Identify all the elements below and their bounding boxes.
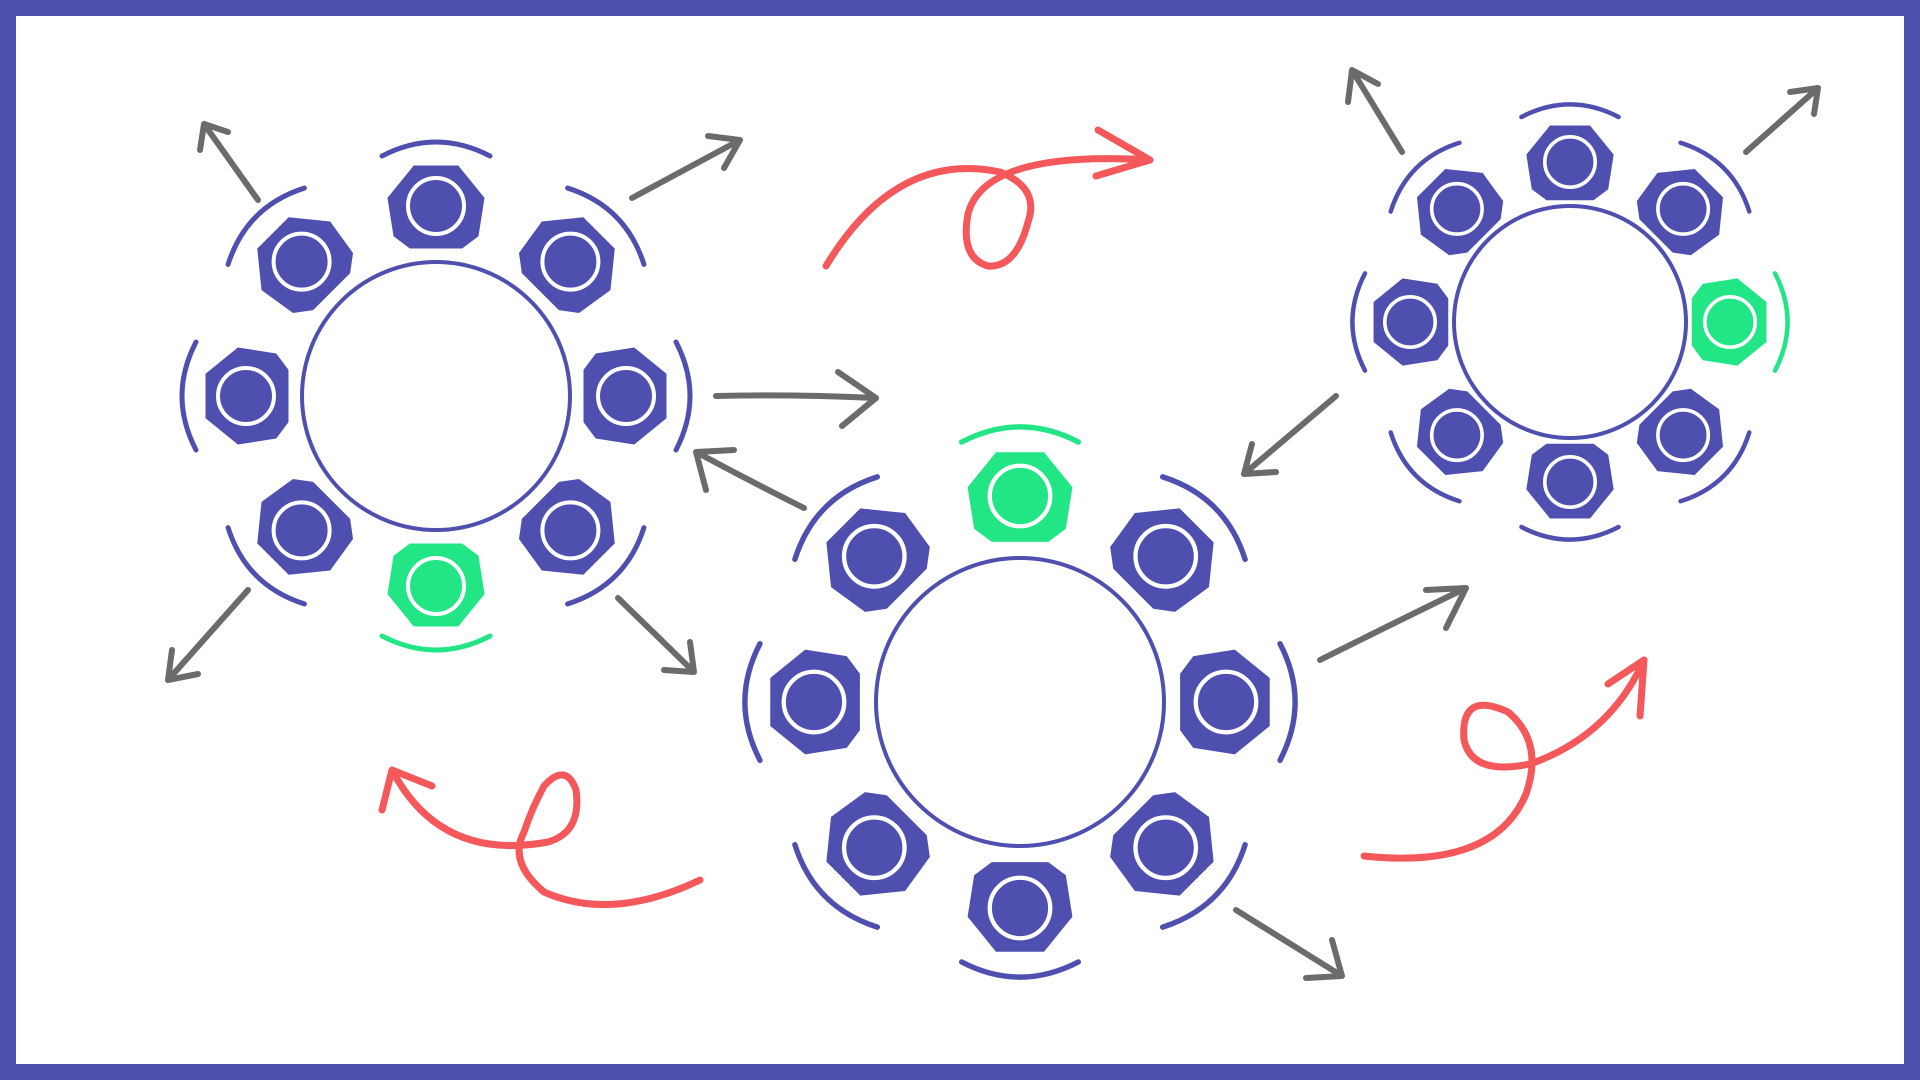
arrow-left-topright xyxy=(629,133,743,201)
person-top-view-icon-center-6 xyxy=(745,644,859,761)
person-top-view-icon-left-6 xyxy=(182,342,288,450)
red-loop-bottomright xyxy=(1360,656,1648,862)
table-group-center xyxy=(745,427,1295,977)
person-top-view-icon-center-2 xyxy=(1181,644,1295,761)
person-top-view-icon-center-0 xyxy=(962,427,1079,541)
round-table-icon-center xyxy=(874,556,1166,848)
person-top-view-icon-left-4 xyxy=(382,544,490,650)
gray-arrows xyxy=(165,67,1821,981)
arrow-right-topright xyxy=(1743,85,1821,155)
tables-layer xyxy=(182,104,1788,977)
person-top-view-icon-left-2 xyxy=(584,342,690,450)
red-loop-top xyxy=(822,126,1154,270)
arrow-center-to-right xyxy=(1317,585,1469,663)
red-loop-bottomleft xyxy=(378,766,704,908)
round-table-icon-right xyxy=(1452,204,1688,440)
arrow-left-to-center xyxy=(713,369,879,429)
person-top-view-icon-right-4 xyxy=(1521,444,1618,539)
arrow-center-bottomright xyxy=(1233,907,1345,981)
arrow-right-to-center xyxy=(1241,393,1339,477)
person-top-view-icon-right-6 xyxy=(1352,273,1447,370)
round-table-icon-left xyxy=(300,260,572,532)
arrow-left-bottomright xyxy=(615,595,697,675)
arrow-left-bottomleft xyxy=(165,587,251,683)
arrow-right-topleft xyxy=(1345,67,1405,155)
person-top-view-icon-right-2 xyxy=(1692,273,1787,370)
arrow-left-top xyxy=(197,121,261,203)
arrow-center-to-left xyxy=(693,447,807,511)
person-top-view-icon-right-0 xyxy=(1521,104,1618,199)
red-arrows xyxy=(378,126,1648,908)
person-top-view-icon-left-0 xyxy=(382,142,490,248)
person-top-view-icon-center-4 xyxy=(962,863,1079,977)
table-group-right xyxy=(1352,104,1787,539)
table-group-left xyxy=(182,142,690,650)
